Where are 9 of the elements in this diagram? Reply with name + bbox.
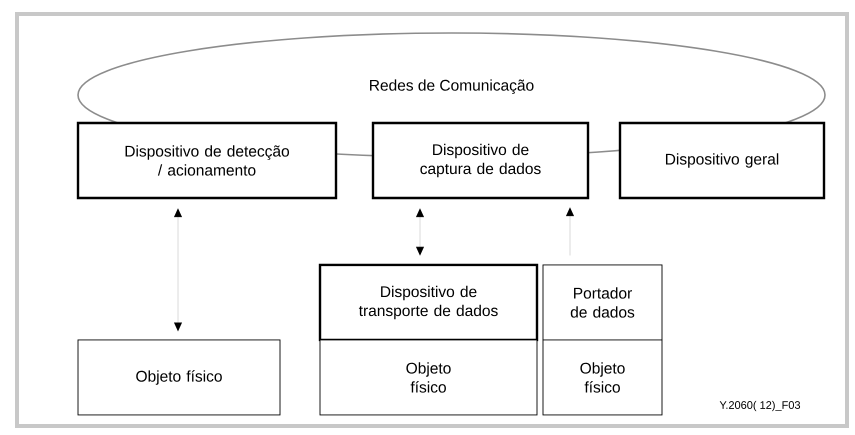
object-box: Portador de dados [542,264,662,340]
device-box: Dispositivo de transporte de dados [318,264,538,342]
object-box: Objeto físico [320,340,538,416]
device-box: Dispositivo de detecção / acionamento [76,122,338,200]
device-box: Dispositivo geral [618,122,826,200]
object-box: Objeto físico [78,340,280,416]
object-box: Objeto físico [542,340,662,416]
figure-id: Y.2060( 12)_F03 [720,400,800,412]
device-box: Dispositivo de captura de dados [372,122,590,200]
